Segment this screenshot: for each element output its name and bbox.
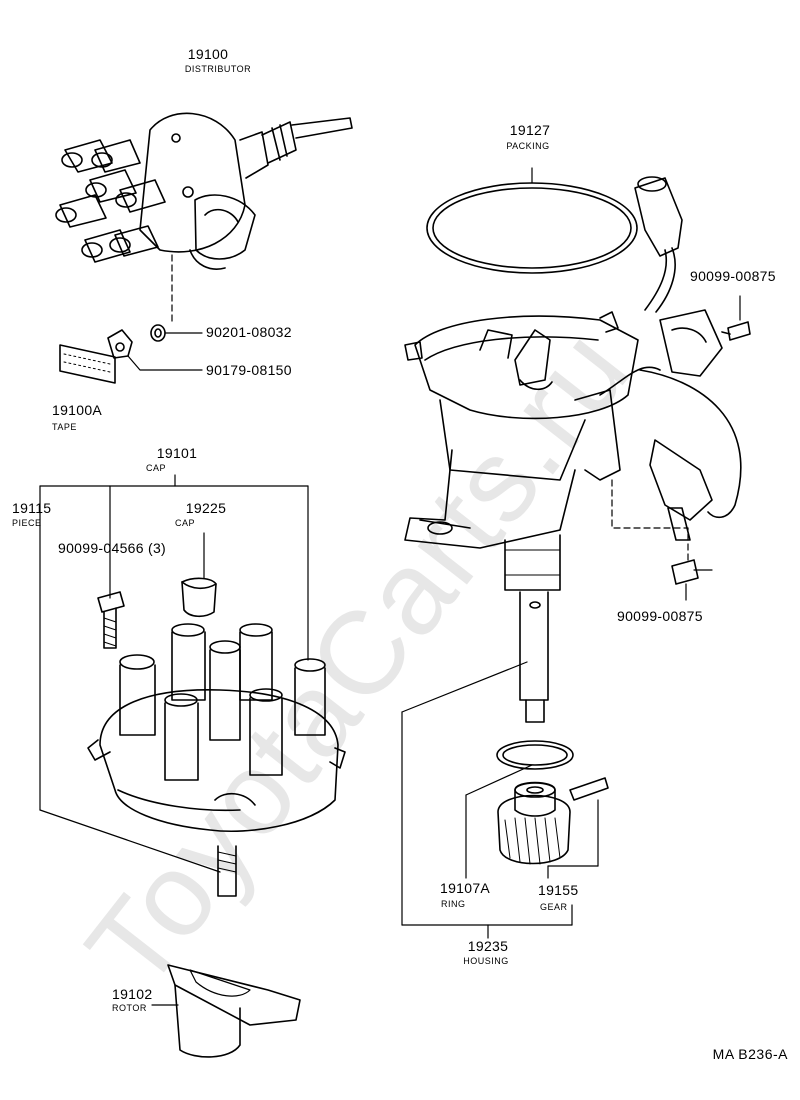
- distributor-name: DISTRIBUTOR: [184, 64, 252, 74]
- gear-name: GEAR: [540, 902, 568, 912]
- gear-drawing: [497, 781, 571, 865]
- rotor-number: 19102: [112, 986, 153, 1002]
- washer-drawing: [150, 324, 166, 342]
- bolt-small-number: 90179-08150: [206, 362, 292, 378]
- housing-name: HOUSING: [463, 956, 509, 966]
- packing-name: PACKING: [506, 141, 550, 151]
- wire-clamp-drawing: [659, 295, 751, 377]
- pin-drawing: [569, 777, 609, 801]
- sensor-connector-drawing: [634, 176, 683, 313]
- small-bolt-drawing: [107, 329, 133, 359]
- gear-number: 19155: [538, 882, 579, 898]
- cap-screw-drawing: [97, 591, 125, 649]
- distributor-drawing: [55, 112, 353, 270]
- inner-cap-drawing: [181, 577, 217, 618]
- rotor-name: ROTOR: [112, 1003, 147, 1013]
- housing-bracket-lines: [401, 661, 599, 939]
- cap-name: CAP: [146, 463, 167, 473]
- lower-bolt-drawing: [671, 559, 713, 601]
- tape-number: 19100A: [52, 402, 103, 418]
- cap-screw-number: 90099-04566 (3): [58, 540, 167, 556]
- packing-drawing: [426, 182, 638, 274]
- inner-cap-number: 19225: [185, 500, 227, 516]
- diagram-code: MA B236-A: [712, 1046, 788, 1062]
- ring-number: 19107A: [440, 880, 491, 896]
- piece-number: 19115: [12, 500, 52, 516]
- bolt-lower-right-number: 90099-00875: [617, 608, 703, 624]
- ring-name: RING: [441, 899, 466, 909]
- cap-number: 19101: [156, 445, 198, 461]
- washer-number: 90201-08032: [206, 324, 292, 340]
- housing-drawing: [404, 311, 742, 723]
- rotor-drawing: [151, 964, 301, 1058]
- housing-number: 19235: [467, 938, 509, 954]
- cap-bracket-lines: [39, 474, 309, 873]
- piece-name: PIECE: [12, 518, 42, 528]
- distributor-cap-drawing: [87, 623, 346, 833]
- piece-drawing: [217, 845, 237, 897]
- tape-drawing: [59, 344, 116, 384]
- ring-drawing: [496, 740, 574, 770]
- inner-cap-name: CAP: [175, 518, 196, 528]
- packing-number: 19127: [509, 122, 551, 138]
- distributor-number: 19100: [187, 46, 229, 62]
- tape-name: TAPE: [52, 422, 77, 432]
- bolt-top-right-number: 90099-00875: [690, 268, 776, 284]
